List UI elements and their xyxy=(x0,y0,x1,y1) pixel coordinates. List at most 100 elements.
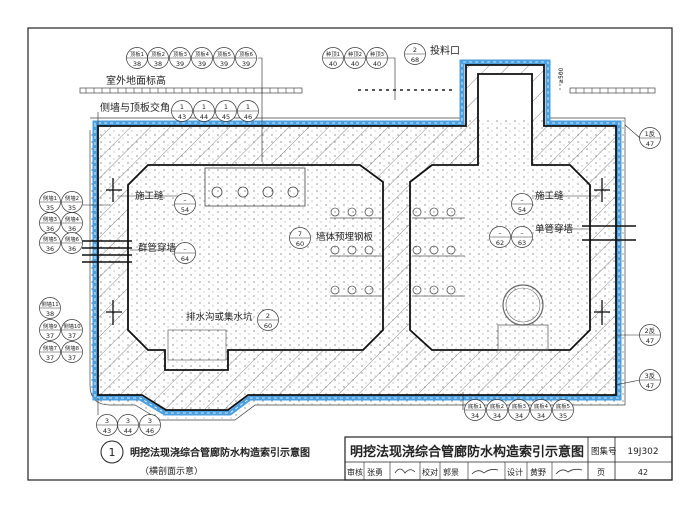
callout-top-text: 3 xyxy=(148,417,152,425)
callout-page-number: 37 xyxy=(68,354,76,362)
callout-top-text: 3 xyxy=(105,417,109,425)
callout-top-text: 3 xyxy=(126,417,130,425)
callout-top-text: 侧墙1 xyxy=(43,194,57,202)
callout-corner1: 143 xyxy=(171,100,193,122)
callout-top-text: – xyxy=(183,245,186,253)
callout-top-text: 1 xyxy=(202,103,206,111)
figure-number-circle xyxy=(100,440,124,464)
callout-top-text: 侧墙11 xyxy=(41,300,58,308)
atlas-label: 图集号 xyxy=(591,446,617,457)
callout-top-text: – xyxy=(498,229,501,237)
callout-top-text: 3反 xyxy=(645,371,656,380)
concrete-structure xyxy=(97,64,617,411)
callout-drain: 260 xyxy=(257,309,279,331)
callout-page-number: 43 xyxy=(103,427,111,435)
embedded-plate-label: 墙体预埋钢板 xyxy=(316,231,374,243)
callout-wall11: 侧墙11 38 xyxy=(39,297,61,319)
callout-top-text: 2 xyxy=(266,312,270,320)
callout-page-number: 37 xyxy=(68,332,76,340)
group-pipes xyxy=(82,240,132,263)
callout-top-text: 1 xyxy=(180,103,184,111)
design-label: 设计 xyxy=(507,467,523,477)
group-pipe-label: 群管穿墙 xyxy=(138,242,177,254)
reviewer-name: 张勇 xyxy=(367,468,383,477)
callout-page-number: 34 xyxy=(471,412,479,420)
callout-page-number: 34 xyxy=(537,412,545,420)
callout-top-text: – xyxy=(520,196,523,204)
cable-trays xyxy=(330,207,465,297)
callout-page-number: 39 xyxy=(198,60,206,68)
leader-lines xyxy=(78,57,641,415)
single-pipe-label: 单管穿墙 xyxy=(535,223,574,235)
callout-group-pipe: – 64 xyxy=(174,242,196,264)
callout-top-text: 底板1 xyxy=(468,402,482,410)
callout-page-number: 38 xyxy=(154,60,162,68)
callout-page-number: 39 xyxy=(220,60,228,68)
callout-top-text: 底板2 xyxy=(490,402,504,410)
callout-page-number: 40 xyxy=(351,60,359,68)
callout-top-text: 底板4 xyxy=(534,402,549,410)
designer-signature xyxy=(555,468,583,475)
callout-page-number: 35 xyxy=(68,204,76,212)
callout-page-number: 44 xyxy=(124,427,132,435)
callout-page-number: 60 xyxy=(296,240,304,248)
callout-top-text: – xyxy=(520,229,523,237)
single-pipe xyxy=(582,225,636,241)
callout-page-number: 37 xyxy=(46,354,54,362)
callout-top-text: 2反 xyxy=(645,326,656,335)
callout-top-text: 侧墙2 xyxy=(65,194,79,202)
callout-page-number: 39 xyxy=(242,60,250,68)
page-number: 42 xyxy=(638,468,648,477)
callout-top-text: 侧墙4 xyxy=(65,215,80,223)
drain-label: 排水沟或集水坑 xyxy=(186,311,253,323)
title-block-title: 明挖法现浇综合管廊防水构造索引示意图 xyxy=(350,444,584,460)
feed-opening-label: 投料口 xyxy=(430,44,460,57)
callout-page-number: 34 xyxy=(515,412,523,420)
callout-page-number: 47 xyxy=(646,382,654,390)
callout-joint-right: –54 xyxy=(511,193,533,215)
callout-page-number: 35 xyxy=(559,412,567,420)
callout-top-text: 侧墙6 xyxy=(65,235,80,243)
callout-page-number: 47 xyxy=(646,337,654,345)
cable-bracket-left xyxy=(204,167,306,207)
callout-page-number: 62 xyxy=(496,239,504,247)
callout-top-text: 顶板6 xyxy=(239,50,254,58)
callout-page-number: 43 xyxy=(178,113,186,121)
callout-page-number: 35 xyxy=(46,204,54,212)
atlas-number: 19J302 xyxy=(627,447,658,457)
callout-top-text: 侧墙8 xyxy=(65,344,80,352)
callout-feed: 268 xyxy=(404,43,426,65)
wall-roof-corner-label: 侧墙与顶板交角 xyxy=(100,101,170,114)
review-label: 审核 xyxy=(347,467,363,477)
waterproofing-layer xyxy=(89,59,626,421)
callout-top-text: 侧墙3 xyxy=(43,215,57,223)
callout-page-number: 36 xyxy=(46,245,54,253)
designer-name: 黄野 xyxy=(530,467,546,477)
dimension-500: ≥500 xyxy=(558,67,565,84)
callout-page-number: 39 xyxy=(176,60,184,68)
callout-page-number: 68 xyxy=(411,56,419,64)
reviewer-signature xyxy=(394,468,416,474)
callout-page-number: 36 xyxy=(68,245,76,253)
callout-page-number: 64 xyxy=(181,255,189,263)
callout-pipe63: –63 xyxy=(511,226,533,248)
callout-top-text: 顶板5 xyxy=(217,50,231,58)
callout-page-number: 38 xyxy=(46,310,54,318)
callout-page-number: 47 xyxy=(646,140,654,148)
checker-signature xyxy=(471,469,499,475)
